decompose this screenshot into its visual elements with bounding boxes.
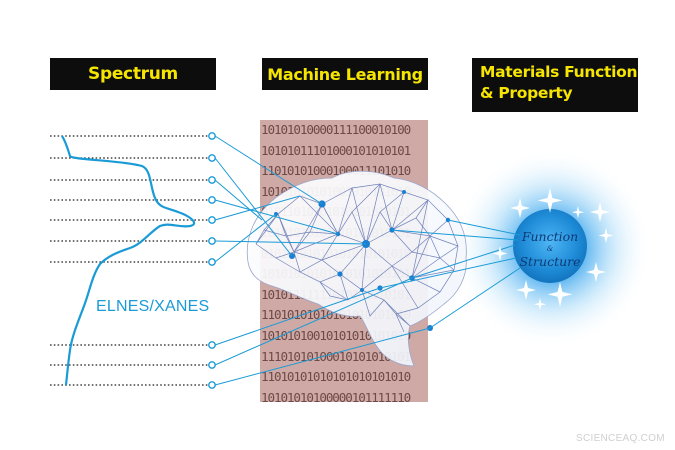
materials-header-line2: & Property bbox=[480, 84, 573, 102]
orb-sparkles bbox=[492, 188, 614, 311]
connector-line bbox=[214, 213, 277, 263]
network-node bbox=[337, 271, 343, 277]
orb-label-structure: Structure bbox=[519, 254, 581, 269]
connector-line bbox=[214, 135, 323, 205]
connector-line bbox=[214, 199, 339, 235]
connector-line bbox=[214, 277, 413, 366]
input-connectors bbox=[214, 135, 431, 386]
connector-line bbox=[214, 327, 431, 386]
connector-line bbox=[411, 244, 516, 279]
output-connectors bbox=[379, 219, 521, 329]
endpoint-node bbox=[208, 154, 216, 162]
connector-line bbox=[429, 267, 521, 329]
sparkle bbox=[547, 282, 573, 307]
endpoint-node bbox=[208, 196, 216, 204]
orb-label-ampersand: & bbox=[546, 245, 554, 253]
network-node bbox=[402, 190, 406, 194]
endpoint-node bbox=[208, 361, 216, 369]
sparkle bbox=[516, 280, 536, 300]
sparkle bbox=[598, 228, 614, 243]
binary-row: 10101011101000101010101 bbox=[261, 142, 411, 158]
connector-line bbox=[214, 195, 301, 221]
endpoint-node bbox=[208, 381, 216, 389]
orb-label-function: Function bbox=[521, 229, 579, 244]
sparkle bbox=[590, 202, 610, 222]
connector-line bbox=[214, 157, 293, 257]
spectrum-header: Spectrum bbox=[50, 58, 216, 90]
endpoint-node bbox=[208, 176, 216, 184]
endpoint-node bbox=[208, 237, 216, 245]
connector-line bbox=[447, 219, 521, 236]
sparkle bbox=[533, 298, 547, 311]
binary-row: 11010101010101010101010 bbox=[261, 369, 411, 385]
sparkle bbox=[492, 246, 508, 261]
connector-line bbox=[391, 229, 519, 241]
connector-line bbox=[214, 179, 263, 221]
spectrum-dotted-lines bbox=[50, 135, 210, 386]
connector-line bbox=[214, 287, 381, 346]
machine-learning-header: Machine Learning bbox=[262, 58, 428, 90]
binary-row: 10101010000111100010100 bbox=[261, 122, 411, 137]
connector-line bbox=[379, 257, 517, 289]
spectrum-curve bbox=[61, 135, 196, 386]
network-node bbox=[360, 288, 364, 292]
sparkle bbox=[586, 262, 606, 282]
sparkle bbox=[537, 188, 563, 213]
orb-core bbox=[513, 209, 587, 283]
binary-row: 10101010100000101111110 bbox=[261, 389, 411, 402]
endpoint-node bbox=[208, 341, 216, 349]
endpoint-node bbox=[208, 132, 216, 140]
endpoint-node bbox=[208, 216, 216, 224]
materials-header-line1: Materials Function bbox=[480, 63, 638, 81]
connector-line bbox=[214, 240, 367, 245]
binary-row: 11101010100010101010101 bbox=[261, 348, 411, 364]
materials-property-header: Materials Function & Property bbox=[472, 58, 638, 112]
endpoint-nodes bbox=[208, 132, 216, 389]
spectrum-type-label: ELNES/XANES bbox=[96, 298, 210, 315]
sparkle bbox=[571, 206, 585, 219]
sparkle bbox=[510, 198, 530, 218]
source-watermark: SCIENCEAQ.COM bbox=[576, 433, 665, 444]
endpoint-node bbox=[208, 258, 216, 266]
